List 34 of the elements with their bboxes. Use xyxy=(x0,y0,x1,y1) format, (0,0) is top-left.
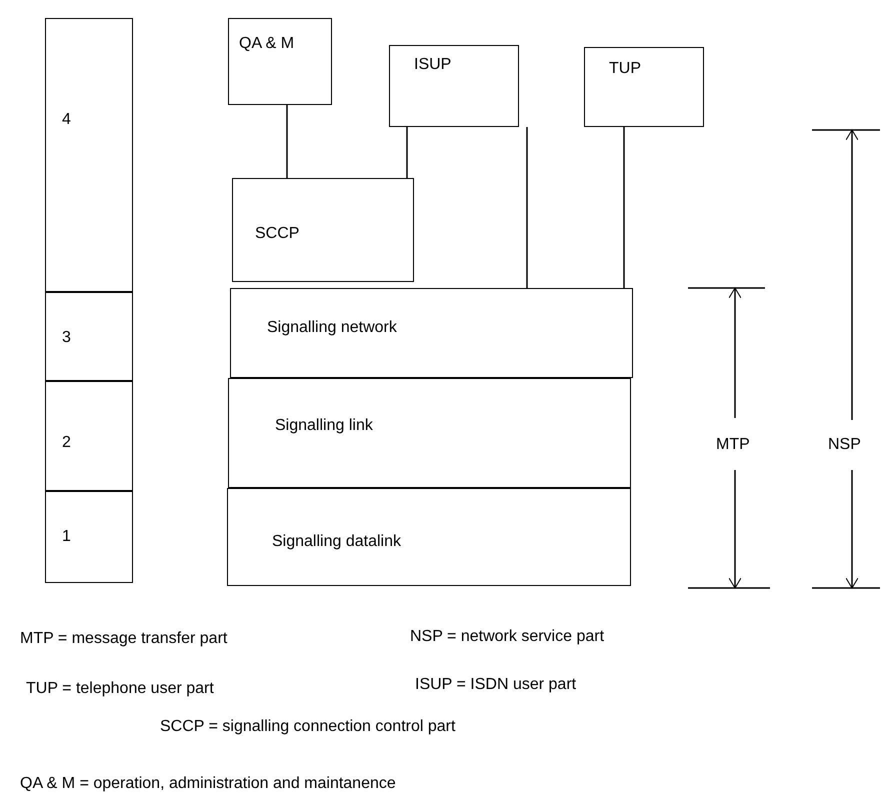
box-label: TUP xyxy=(609,60,641,78)
box-label: ISUP xyxy=(414,56,452,74)
legend-text: QA & M = operation, administration and maintanence xyxy=(20,775,396,793)
layer-box xyxy=(45,381,133,491)
protocol-box xyxy=(584,47,704,127)
connector-line xyxy=(623,127,625,288)
layer-box xyxy=(45,18,133,292)
box-label: Signalling datalink xyxy=(272,533,401,551)
legend-text: NSP = network service part xyxy=(410,628,604,646)
dimension-label: NSP xyxy=(828,436,861,454)
protocol-box xyxy=(389,45,519,127)
protocol-box xyxy=(228,378,631,488)
box-label: QA & M xyxy=(239,35,294,53)
protocol-box xyxy=(227,488,631,586)
box-label: SCCP xyxy=(255,225,300,243)
protocol-box xyxy=(228,18,332,105)
legend-text: TUP = telephone user part xyxy=(26,680,214,698)
box-label: 4 xyxy=(62,111,71,129)
protocol-box xyxy=(230,288,633,378)
box-label: 2 xyxy=(62,434,71,452)
layer-box xyxy=(45,491,133,583)
box-label: Signalling network xyxy=(267,319,397,337)
layer-box xyxy=(45,292,133,381)
protocol-box xyxy=(232,178,414,282)
dimension-label: MTP xyxy=(716,436,750,454)
box-label: Signalling link xyxy=(275,417,373,435)
legend-text: MTP = message transfer part xyxy=(20,630,228,648)
box-label: 1 xyxy=(62,528,71,546)
legend-text: SCCP = signalling connection control part xyxy=(160,718,456,736)
connector-line xyxy=(526,127,528,288)
connector-line xyxy=(286,105,288,178)
legend-text: ISUP = ISDN user part xyxy=(415,676,576,694)
connector-line xyxy=(406,127,408,178)
box-label: 3 xyxy=(62,329,71,347)
